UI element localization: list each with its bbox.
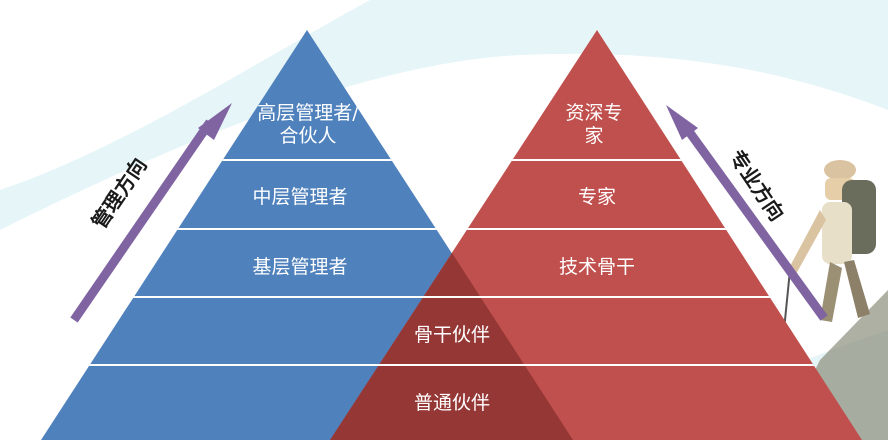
right-level-3-label: 技术骨干 — [558, 256, 635, 278]
right-level-1-line2: 家 — [584, 125, 604, 147]
left-level-1-line1: 高层管理者/ — [257, 102, 359, 124]
left-level-2-label: 中层管理者 — [252, 186, 348, 208]
background-swoosh — [0, 0, 888, 230]
shared-overlap-region — [330, 253, 573, 440]
professional-direction-arrow — [666, 105, 828, 321]
management-direction-arrow — [70, 103, 232, 323]
right-level-2-label: 专家 — [577, 186, 616, 208]
right-level-1-label: 资深专 家 — [514, 102, 674, 148]
left-level-1-label: 高层管理者/ 合伙人 — [228, 102, 388, 148]
left-level-3-label: 基层管理者 — [252, 256, 348, 278]
shared-lower-label: 普通伙伴 — [413, 392, 490, 414]
left-level-1-line2: 合伙人 — [279, 125, 337, 147]
right-level-1-line1: 资深专 — [565, 102, 623, 124]
shared-upper-label: 骨干伙伴 — [413, 324, 490, 346]
